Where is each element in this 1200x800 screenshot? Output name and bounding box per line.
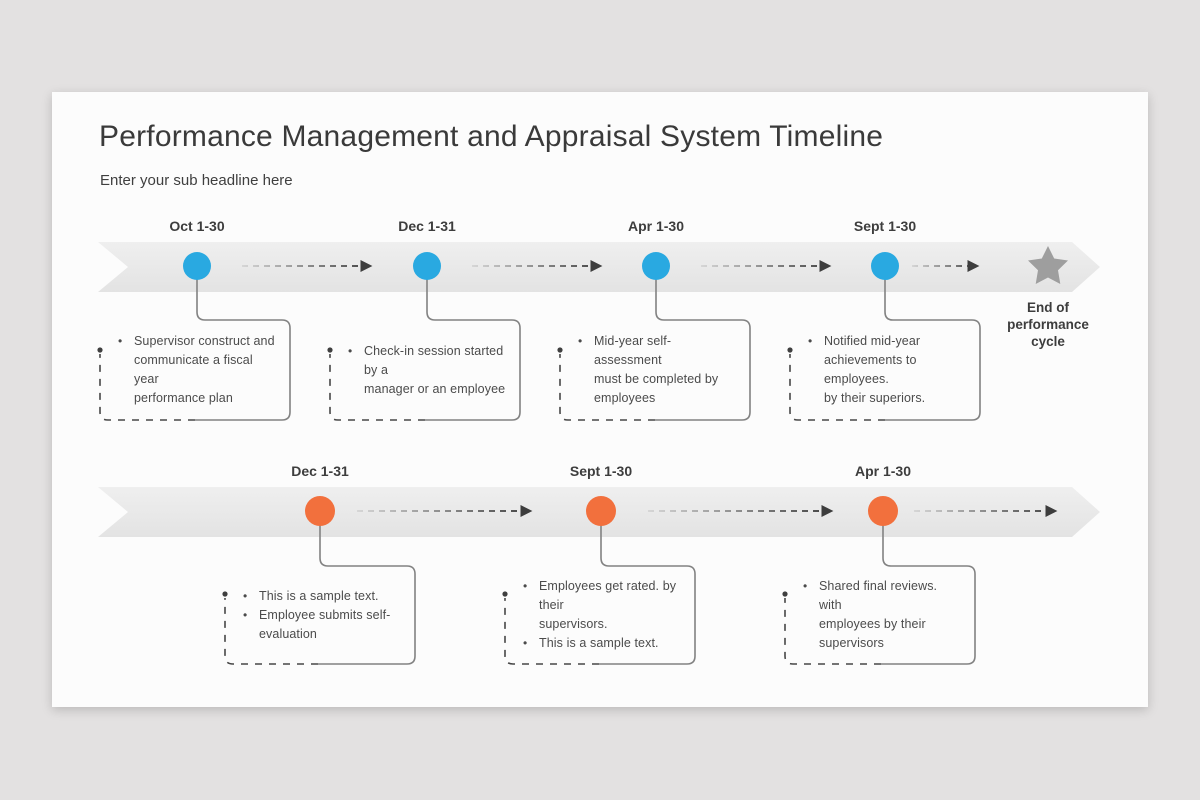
milestone-dot	[871, 252, 899, 280]
milestone-date: Sept 1-30	[853, 218, 917, 234]
milestone-dot	[642, 252, 670, 280]
milestone-dot	[413, 252, 441, 280]
star-icon	[1028, 246, 1068, 284]
milestone-dot	[183, 252, 211, 280]
bullet-icon: •	[348, 343, 353, 358]
callout-text: •Employees get rated. by their superviso…	[523, 566, 685, 664]
bullet-icon: •	[243, 607, 248, 622]
callout-text: •Shared final reviews. with employees by…	[803, 579, 938, 650]
callout-pin	[327, 347, 333, 353]
callout-text: •Check-in session started by a manager o…	[348, 343, 506, 396]
bullet-icon: •	[803, 579, 808, 593]
page-subtitle: Enter your sub headline here	[100, 172, 293, 189]
callout-pin	[502, 591, 508, 597]
milestone-date: Apr 1-30	[627, 218, 685, 234]
milestone-date: Dec 1-31	[291, 463, 349, 479]
milestone-dot	[586, 496, 616, 526]
bullet-icon: •	[243, 588, 248, 603]
milestone-date: Apr 1-30	[854, 463, 912, 479]
milestone-dot	[305, 496, 335, 526]
slide-card: Performance Management and Appraisal Sys…	[52, 92, 1148, 707]
milestone-date: Dec 1-31	[398, 218, 456, 234]
milestone-date: Oct 1-30	[169, 218, 225, 234]
bullet-icon: •	[578, 334, 583, 348]
callout-pin	[782, 591, 788, 597]
bullet-icon: •	[808, 334, 813, 348]
milestone-dot	[868, 496, 898, 526]
bullet-icon: •	[523, 636, 528, 650]
callout-text: •Supervisor construct and communicate a …	[118, 334, 275, 405]
callout-pin	[557, 347, 563, 353]
bullet-icon: •	[523, 579, 528, 593]
callout-pin	[97, 347, 103, 353]
callout-text: •Notified mid-year achievements to emplo…	[808, 334, 926, 405]
callout-text: •Mid-year self-assessment must be comple…	[578, 334, 719, 405]
callout-text: •This is a sample text. •Employee submit…	[243, 588, 391, 641]
page-title: Performance Management and Appraisal Sys…	[99, 120, 884, 153]
end-of-cycle-label: End of performance cycle	[1007, 300, 1089, 349]
callout-pin	[787, 347, 793, 353]
bullet-icon: •	[118, 334, 123, 348]
timeline-band-row1	[98, 242, 1100, 292]
milestone-date: Sept 1-30	[569, 463, 633, 479]
callout-pin	[222, 591, 228, 597]
